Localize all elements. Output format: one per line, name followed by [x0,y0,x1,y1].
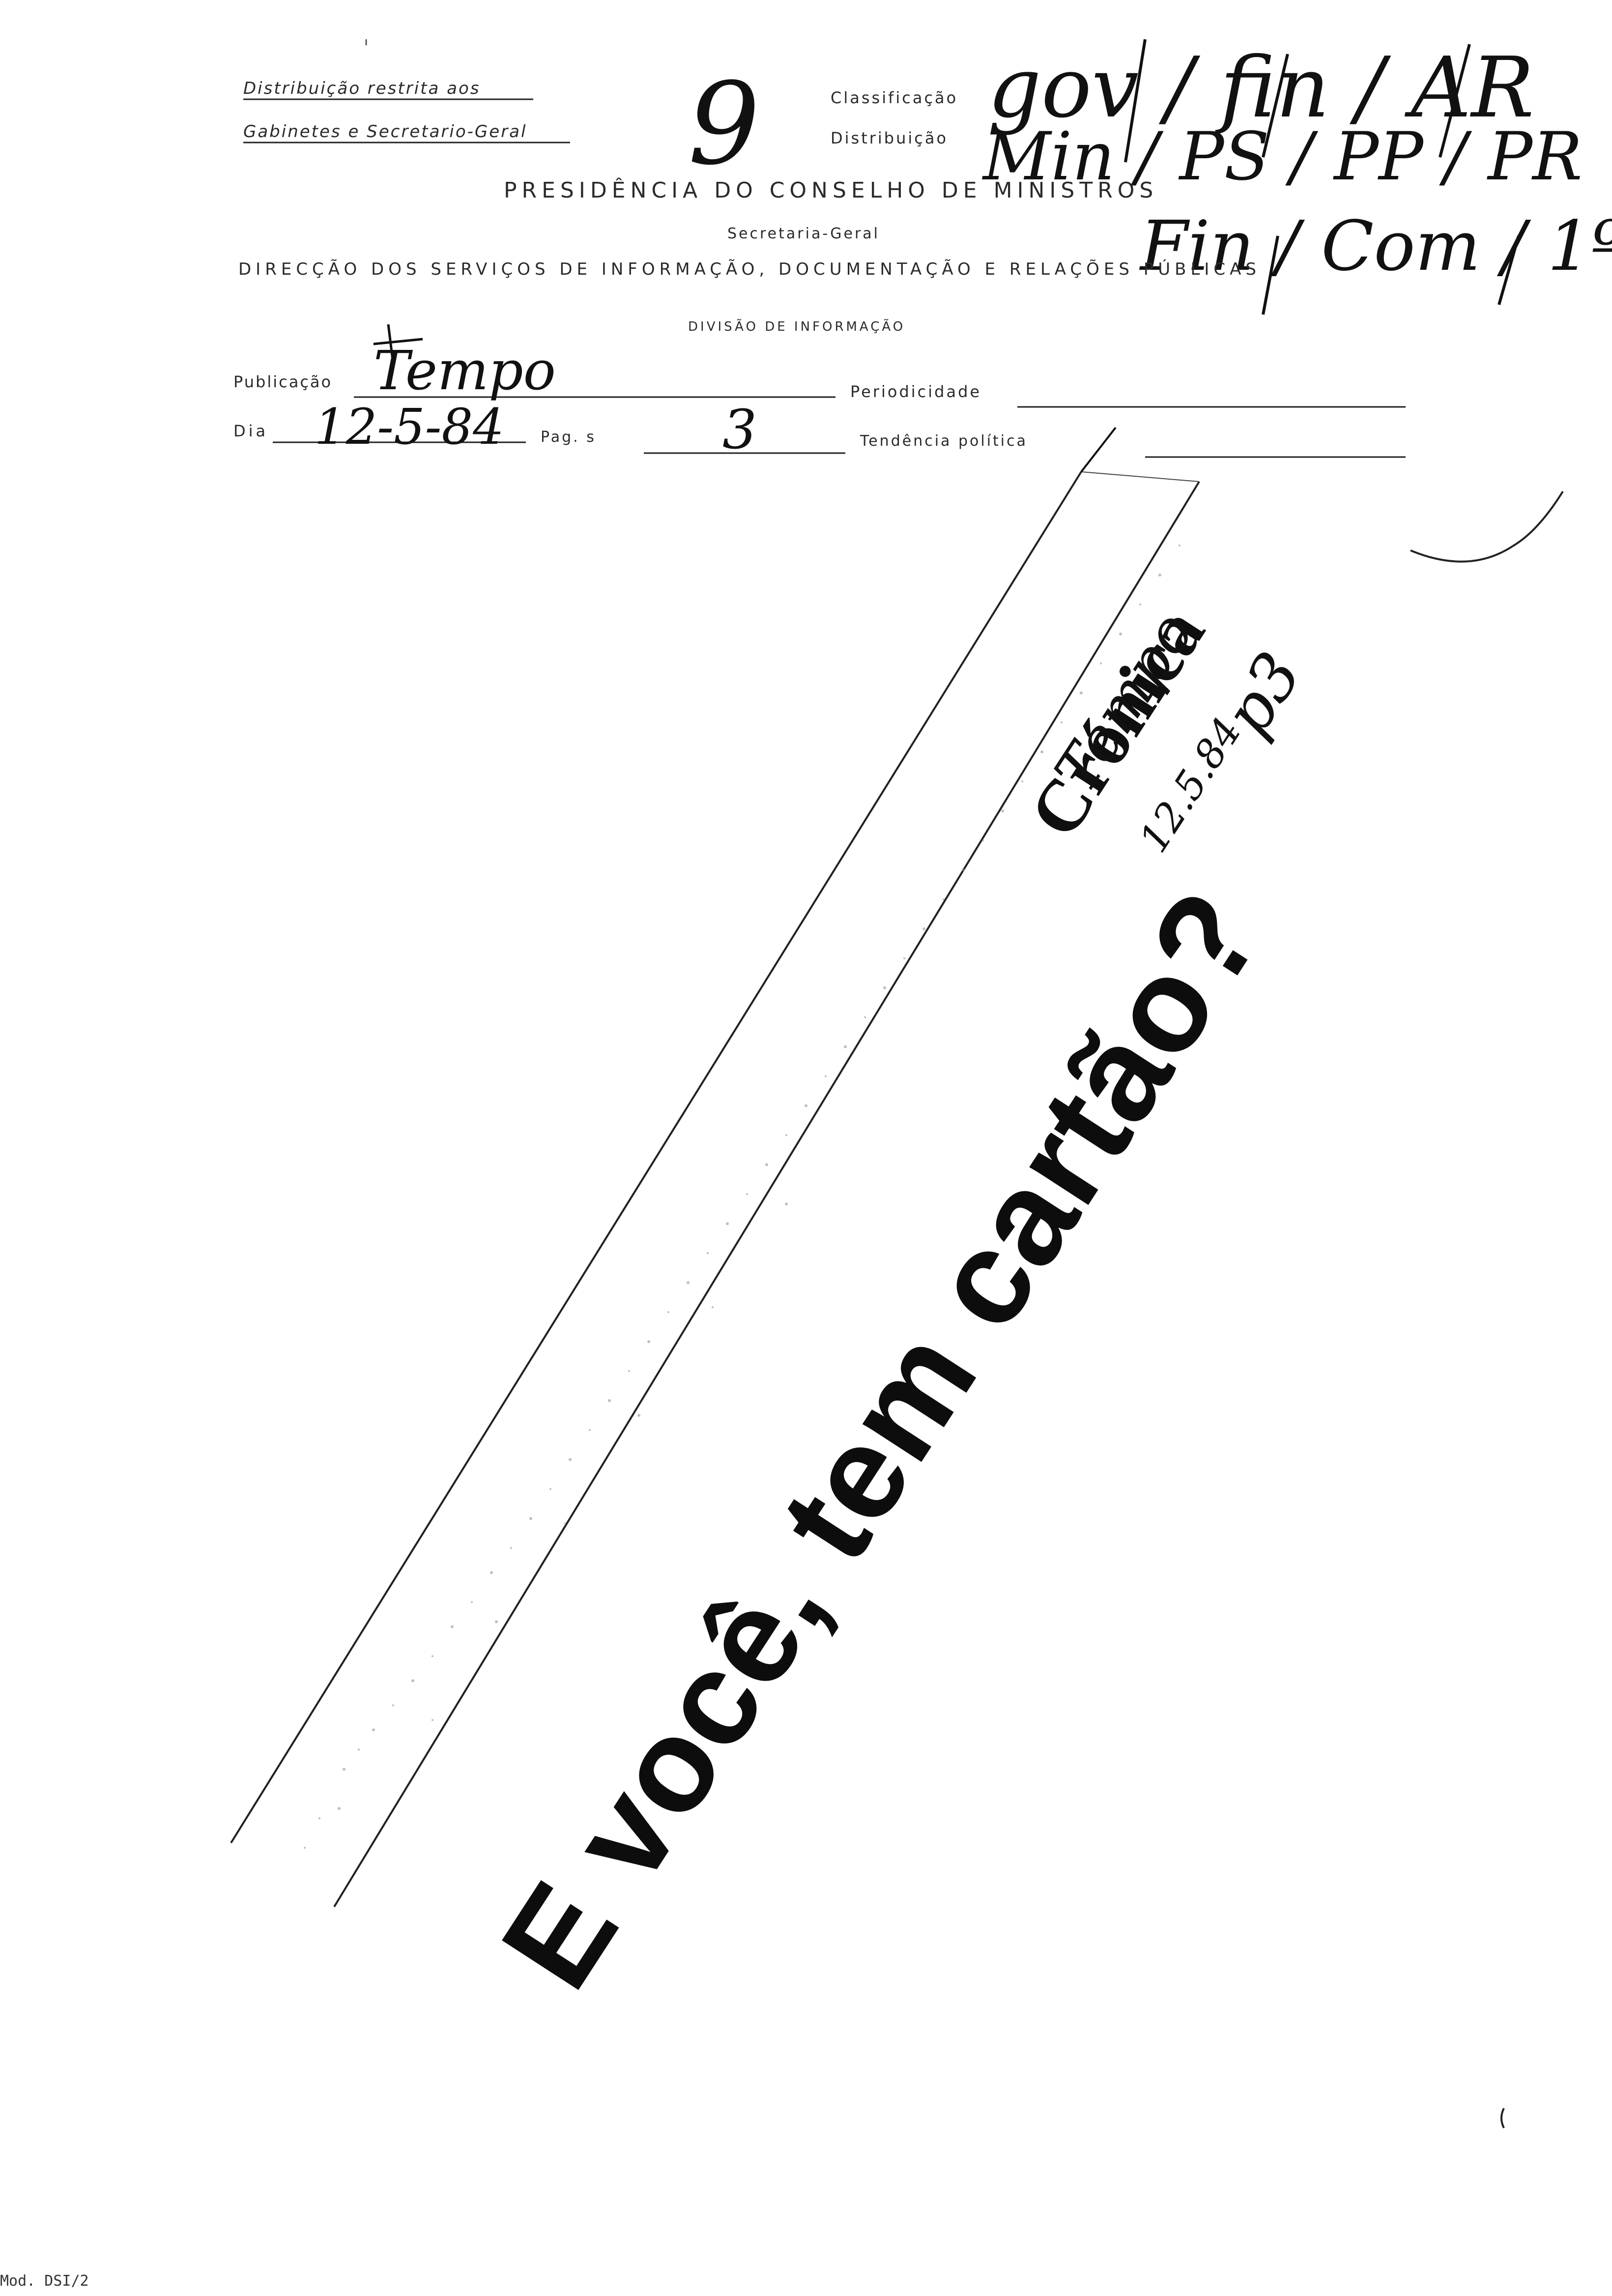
publication-handwriting: Tempo [374,339,556,402]
handwritten-slash-4 [1262,235,1279,315]
distribution-notice-line2: Gabinetes e Secretario-Geral [243,122,527,142]
periodicity-label: Periodicidade [850,382,982,401]
handwritten-slash-3 [1439,44,1471,158]
model-code: Mod. DSI/2 [0,2272,89,2290]
page-handwriting: 3 [722,398,757,461]
day-label: Dia [233,422,269,440]
handwritten-slash-5 [1497,235,1520,305]
handwritten-slash-2 [1262,54,1289,158]
header-subtitle: Secretaria-Geral [727,225,880,242]
handwritten-curve-mark [1410,490,1564,563]
distribution-handwriting: Min / PS / PP / PR [983,118,1583,195]
clipping-border-left [230,471,1082,1844]
publication-label: Publicação [233,373,333,391]
margin-mark [1500,2108,1505,2128]
scan-noise-texture [304,545,1180,1849]
directorate-line: DIRECÇÃO DOS SERVIÇOS DE INFORMAÇÃO, DOC… [238,259,1261,279]
classification-label: Classificação [831,88,958,107]
distribution-notice-line1: Distribuição restrita aos [243,79,481,98]
header-title: PRESIDÊNCIA DO CONSELHO DE MINISTROS [504,178,1158,203]
tendency-label: Tendência política [860,432,1028,450]
extra-handwriting: Fin / Com / 1º [1140,206,1612,287]
distribution-label: Distribuição [831,129,949,147]
publication-scribble [373,324,423,364]
handwritten-slash-1 [1124,39,1147,163]
tendency-slash [1080,427,1117,473]
page-label: Pag. s [541,429,596,446]
handwritten-number: 9 [688,59,760,190]
division-line: DIVISÃO DE INFORMAÇÃO [688,319,906,334]
clipping-border-top [1081,471,1200,482]
day-handwriting: 12-5-84 [315,398,504,456]
clipping-border-inner [333,481,1200,1908]
classification-handwriting: gov / fin / AR [988,39,1534,137]
